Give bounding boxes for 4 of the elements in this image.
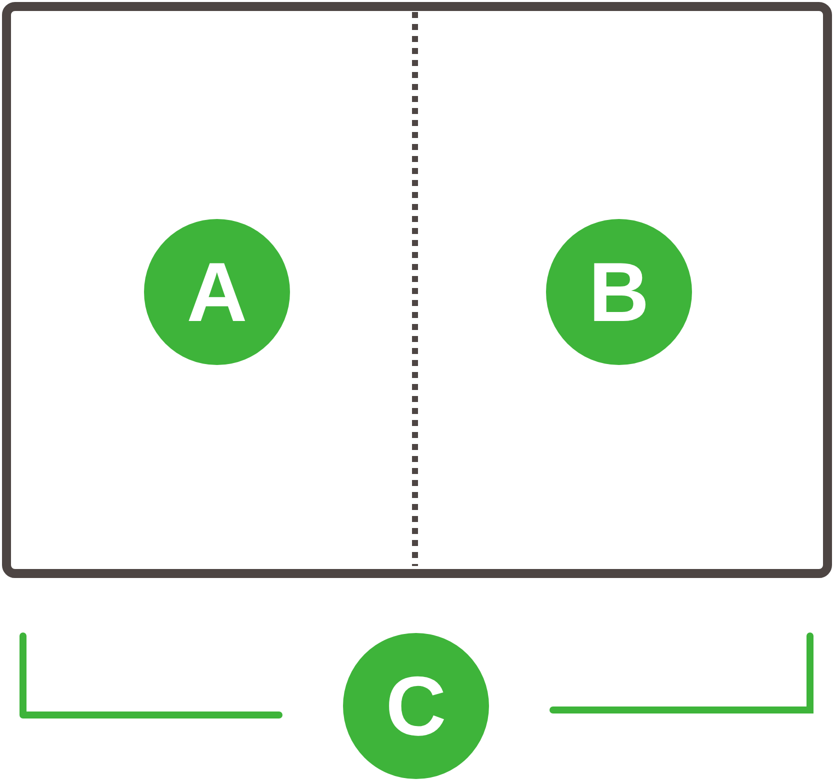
circle-label: C (386, 664, 446, 748)
circle-label: A (186, 250, 248, 334)
panel-frame (2, 2, 832, 578)
circle-label: B (588, 250, 650, 334)
